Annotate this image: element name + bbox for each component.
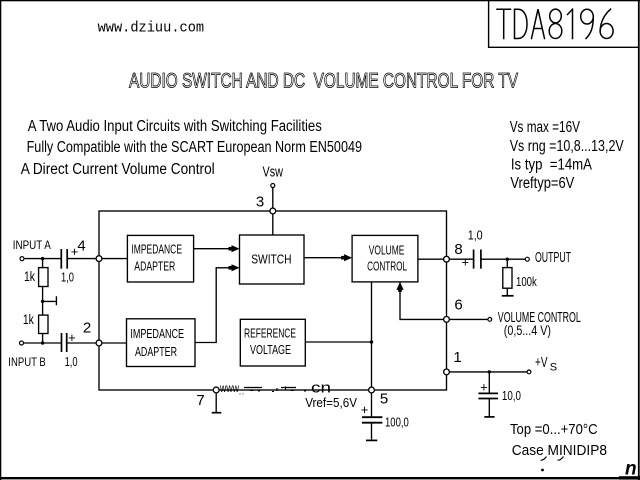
svg-text:IMPEDANCE: IMPEDANCE: [130, 326, 184, 341]
svg-text:100,0: 100,0: [385, 415, 409, 430]
svg-text:1k: 1k: [23, 311, 35, 327]
svg-text:Vs rng =10,8...13,2V: Vs rng =10,8...13,2V: [510, 138, 625, 155]
svg-text:Fully Compatible with the SCAR: Fully Compatible with the SCART European…: [27, 139, 362, 156]
svg-text:Case MINIDIP8: Case MINIDIP8: [512, 442, 607, 459]
svg-text:Vreftyp=6V: Vreftyp=6V: [510, 175, 574, 192]
svg-text:Vsw: Vsw: [263, 164, 284, 181]
svg-text:ADAPTER: ADAPTER: [134, 259, 175, 274]
svg-text:Vs max =16V: Vs max =16V: [510, 119, 581, 136]
svg-text:ADAPTER: ADAPTER: [135, 344, 177, 359]
svg-text:VOLUME: VOLUME: [369, 242, 405, 257]
svg-text:(0,5...4 V): (0,5...4 V): [504, 322, 551, 338]
svg-text:cn: cn: [311, 380, 331, 397]
svg-text:www.dziuu.com: www.dziuu.com: [98, 20, 205, 36]
svg-text:1,0: 1,0: [65, 354, 78, 369]
svg-text:+: +: [480, 380, 488, 395]
svg-text:A Direct Current Volume Contro: A Direct Current Volume Control: [21, 161, 215, 178]
svg-text:CONTROL: CONTROL: [367, 259, 407, 274]
svg-text:AUDIO SWITCH AND DC VOLUME CO: AUDIO SWITCH AND DC VOLUME CONTROL FOR T…: [129, 70, 518, 93]
svg-text:Top =0...+70°C: Top =0...+70°C: [510, 421, 598, 438]
svg-text:Is typ =14mA: Is typ =14mA: [511, 157, 593, 174]
svg-text:IMPEDANCE: IMPEDANCE: [131, 242, 182, 257]
svg-text:10,0: 10,0: [502, 388, 521, 403]
svg-text:1,0: 1,0: [61, 270, 74, 285]
svg-text:1,0: 1,0: [468, 228, 483, 243]
svg-text:VOLUME CONTROL: VOLUME CONTROL: [498, 309, 581, 326]
svg-text:,,: ,,: [239, 389, 245, 396]
svg-text:7: 7: [196, 392, 204, 409]
svg-text:2: 2: [83, 319, 91, 336]
svg-text:n: n: [625, 459, 637, 480]
svg-text:100k: 100k: [516, 274, 537, 289]
svg-text:5: 5: [380, 390, 388, 407]
svg-text:+: +: [462, 255, 470, 270]
svg-text:+: +: [68, 330, 76, 345]
svg-text:1k: 1k: [24, 268, 36, 284]
svg-text:8: 8: [454, 241, 462, 258]
svg-text:+: +: [361, 402, 369, 417]
svg-text:SWITCH: SWITCH: [251, 251, 291, 266]
svg-text:3: 3: [256, 194, 264, 211]
svg-text:Vref=5,6V: Vref=5,6V: [305, 395, 357, 410]
svg-text:INPUT A: INPUT A: [13, 238, 51, 252]
svg-text:1: 1: [453, 349, 461, 366]
svg-text:www: www: [219, 381, 239, 395]
svg-text:6: 6: [454, 297, 462, 314]
svg-text:4: 4: [77, 238, 85, 255]
svg-text:REFERENCE: REFERENCE: [244, 326, 296, 341]
svg-text:S: S: [550, 362, 557, 374]
svg-text:VOLTAGE: VOLTAGE: [250, 342, 291, 357]
svg-text:INPUT B: INPUT B: [8, 355, 46, 369]
svg-text:+: +: [71, 244, 79, 259]
svg-text:OUTPUT: OUTPUT: [535, 250, 571, 266]
svg-text:A Two Audio Input Circuits wit: A Two Audio Input Circuits with Switchin…: [28, 118, 322, 135]
svg-text:+V: +V: [535, 354, 548, 371]
